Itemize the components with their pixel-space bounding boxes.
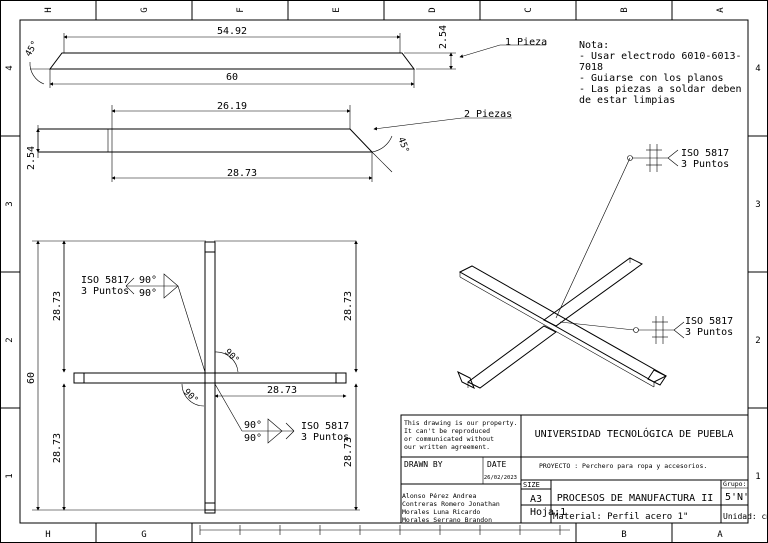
note-line: - Guiarse con los planos (579, 73, 724, 84)
weld-label: 3 Puntos (81, 286, 129, 297)
note-line: Nota: (579, 40, 609, 51)
weld-label: ISO 5817 (81, 275, 129, 286)
zone-label: 2 (755, 336, 760, 346)
bottom-ruler (199, 525, 570, 535)
angle-label: 90° (222, 347, 241, 366)
weld-label: ISO 5817 (685, 316, 733, 327)
dimension-label: 60 (226, 72, 238, 83)
angle-label: 90° (181, 387, 200, 406)
zone-label: D (428, 7, 438, 12)
author-name: Morales Luna Ricardo (402, 508, 480, 516)
university-name: UNIVERSIDAD TECNOLÓGICA DE PUEBLA (535, 427, 734, 440)
zone-label: 1 (755, 472, 760, 482)
grupo-value: 5'N' (725, 492, 749, 503)
note-line: 7018 (579, 62, 603, 73)
sheet-number: Hoja:1 (530, 507, 566, 518)
part-1-view: 54.92 60 2.54 45° 1 Pieza (24, 25, 547, 88)
part-label: 1 Pieza (505, 37, 547, 48)
weld-angle: 90° (244, 433, 262, 444)
zone-label: B (621, 530, 626, 540)
size-label: SIZE (523, 481, 540, 489)
author-name: Contreras Romero Jonathan (402, 500, 500, 508)
weld-label: 3 Puntos (301, 432, 349, 443)
dimension-label: 2.54 (438, 25, 449, 49)
author-name: Morales Serrano Brandon (402, 516, 492, 524)
note-line: - Las piezas a soldar deben (579, 84, 742, 95)
zone-label: A (717, 530, 723, 540)
angle-label: 45° (395, 136, 410, 155)
zone-label: B (620, 7, 630, 12)
course-title: PROCESOS DE MANUFACTURA II (557, 493, 714, 504)
disclaimer-line: It can't be reproduced (404, 427, 490, 435)
weld-angle: 90° (244, 420, 262, 431)
zone-label: H (44, 7, 54, 12)
dimension-label: 28.73 (52, 433, 63, 463)
material-label: Material: Perfil acero 1" (553, 512, 688, 522)
zone-label: H (45, 530, 50, 540)
dimension-label: 28.73 (267, 385, 297, 396)
weld-angle: 90° (139, 275, 157, 286)
weld-label: ISO 5817 (681, 148, 729, 159)
zone-label: C (524, 7, 534, 12)
isometric-view: ISO 5817 3 Puntos ISO 5817 3 Puntos (457, 144, 733, 390)
zone-label: A (716, 7, 726, 13)
author-name: Alonso Pérez Andrea (402, 492, 476, 500)
weld-angle: 90° (139, 288, 157, 299)
zone-label: 4 (5, 65, 15, 70)
zone-label: G (140, 7, 150, 12)
date-label: DATE (487, 460, 506, 469)
zone-label: G (141, 530, 146, 540)
plan-view: 60 28.73 28.73 28.73 28.73 28.73 90° 90° (26, 240, 360, 514)
disclaimer-line: This drawing is our property. (404, 419, 518, 427)
weld-label: 3 Puntos (681, 159, 729, 170)
dimension-label: 28.73 (343, 291, 354, 321)
date-value: 26/02/2023 (484, 475, 517, 481)
disclaimer-line: our written agreement. (404, 443, 490, 451)
dimension-label: 28.73 (52, 291, 63, 321)
angle-label: 45° (24, 39, 41, 58)
project-title: PROYECTO : Perchero para ropa y accesori… (539, 462, 707, 470)
drawn-by-label: DRAWN BY (404, 460, 443, 469)
grupo-label: Grupo: (723, 480, 746, 488)
note-line: de estar limpias (579, 95, 675, 106)
dimension-label: 28.73 (343, 437, 354, 467)
unit-label: Unidad: cm (723, 512, 768, 521)
dimension-label: 26.19 (217, 101, 247, 112)
dimension-label: 60 (26, 372, 37, 384)
weld-label: ISO 5817 (301, 421, 349, 432)
zone-label: 2 (5, 337, 15, 342)
zone-label: F (236, 7, 246, 12)
zone-label: 4 (755, 64, 760, 74)
part-2-view: 26.19 28.73 2.54 45° 2 Piezas (26, 101, 512, 182)
zone-label: 3 (5, 201, 15, 206)
size-value: A3 (530, 494, 542, 505)
weld-label: 3 Puntos (685, 327, 733, 338)
zone-label: 1 (5, 473, 15, 478)
disclaimer-line: or communicated without (404, 435, 494, 443)
zone-label: E (332, 7, 342, 12)
dimension-label: 28.73 (227, 168, 257, 179)
dimension-label: 2.54 (26, 146, 37, 170)
zone-label: 3 (755, 200, 760, 210)
part-label: 2 Piezas (464, 109, 512, 120)
dimension-label: 54.92 (217, 26, 247, 37)
note-line: - Usar electrodo 6010-6013- (579, 51, 742, 62)
title-block: This drawing is our property. It can't b… (400, 414, 768, 524)
note-block: Nota: - Usar electrodo 6010-6013- 7018 -… (579, 40, 742, 106)
